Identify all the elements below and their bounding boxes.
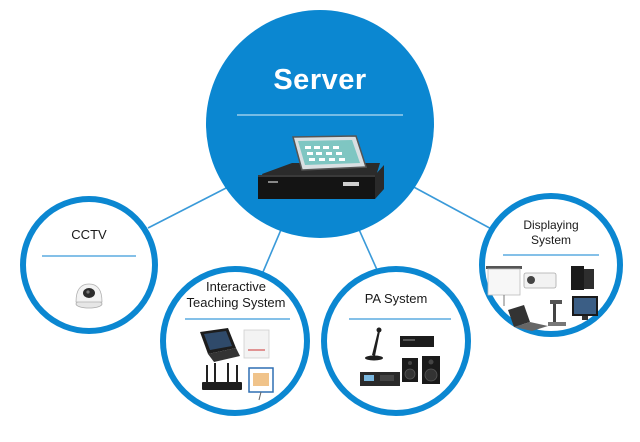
audio-equipment-icon bbox=[360, 327, 440, 386]
control-panel bbox=[292, 135, 368, 171]
node-label-display-line1: Displaying bbox=[523, 218, 579, 232]
node-label-interactive-line2: Teaching System bbox=[186, 295, 286, 310]
connector-server-pa bbox=[356, 224, 379, 273]
node-label-interactive: Interactive Teaching System bbox=[176, 279, 296, 311]
connector-server-interactive bbox=[262, 224, 284, 273]
connector-server-display bbox=[409, 184, 498, 233]
node-label-interactive-line1: Interactive bbox=[206, 279, 266, 294]
node-label-display-line2: System bbox=[530, 233, 571, 247]
display-devices-icon bbox=[486, 266, 598, 331]
connector-lines bbox=[147, 184, 498, 273]
node-interactive bbox=[160, 266, 310, 416]
node-label-cctv: CCTV bbox=[71, 227, 107, 242]
connector-server-cctv bbox=[147, 184, 233, 229]
server-circle bbox=[206, 10, 434, 238]
node-pa bbox=[321, 266, 471, 416]
teaching-devices-icon bbox=[200, 328, 274, 401]
node-display bbox=[479, 193, 623, 337]
node-cctv bbox=[20, 196, 158, 334]
node-label-pa: PA System bbox=[364, 291, 428, 306]
dome-camera-icon bbox=[75, 283, 103, 309]
server-rack-device bbox=[258, 135, 384, 199]
node-label-display: Displaying System bbox=[506, 218, 596, 248]
server-title: Server bbox=[273, 64, 367, 96]
